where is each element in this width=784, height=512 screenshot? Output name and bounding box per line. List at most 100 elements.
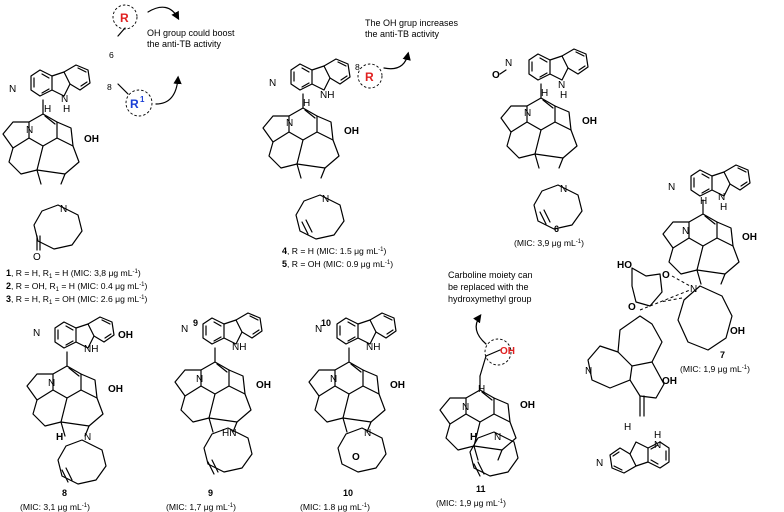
compound-7-structure: N N H N OH H N OH O HO O N OH H N H N 7 … bbox=[585, 164, 757, 474]
indole-n-label-6: N bbox=[558, 80, 565, 91]
r-label-4: R bbox=[365, 70, 374, 84]
caption-11: (MIC: 1,9 μg mL-1) bbox=[436, 498, 506, 508]
azocane-n-label-8: N bbox=[84, 432, 91, 443]
azocane-n-label-10: N bbox=[364, 428, 371, 439]
phenol-oh-label-8: OH bbox=[118, 330, 133, 341]
core-oh-label: OH bbox=[84, 134, 99, 145]
core-n-label-4: N bbox=[286, 118, 293, 129]
core-n-label: N bbox=[26, 125, 33, 136]
label-11: 11 bbox=[476, 484, 486, 494]
caption-3: 3, R = H, R1 = OH (MIC: 2.6 μg mL-1) bbox=[6, 294, 148, 306]
caption-6: (MIC: 3,9 μg mL-1) bbox=[514, 238, 584, 248]
stereo-h-label-6: H bbox=[541, 88, 548, 99]
note-carboline-1: Carboline moiety can bbox=[448, 270, 533, 280]
stereo-h-label-11: H bbox=[470, 432, 477, 443]
core-oh-label-6: OH bbox=[582, 116, 597, 127]
indole-h-label: H bbox=[63, 104, 70, 115]
note-carboline-2: be replaced with the bbox=[448, 282, 529, 292]
indole-n-label-7b: N bbox=[654, 440, 661, 451]
compound-4-5-structure: N NH N OH N H R 8 The OH grup increases … bbox=[262, 18, 459, 269]
pos-6: 6 bbox=[109, 50, 114, 60]
hydroxymethyl-oh: OH bbox=[500, 346, 515, 357]
core-oh-label-8: OH bbox=[108, 384, 123, 395]
compound-9-structure: N 9 NH N OH HN 9 (MIC: 1,7 μg mL-1) bbox=[166, 312, 271, 512]
pyridine-n-label-10: N bbox=[315, 324, 322, 335]
compound-8-structure: N NH OH N OH N H 8 (MIC: 3,1 μg mL-1) bbox=[20, 316, 133, 512]
core-n-label-10: N bbox=[330, 374, 337, 385]
caption-9: (MIC: 1,7 μg mL-1) bbox=[166, 502, 236, 512]
o-label-7b: O bbox=[628, 302, 636, 313]
indole-h-label-6: H bbox=[560, 90, 567, 101]
stereo-h-label-8: H bbox=[56, 432, 63, 443]
pyridine-n-label: N bbox=[9, 84, 16, 95]
pyridine-n-label-7b: N bbox=[596, 458, 603, 469]
core-n-label-9: N bbox=[196, 374, 203, 385]
core-n-label-11: N bbox=[462, 402, 469, 413]
pyridine-n-label-4: N bbox=[269, 78, 276, 89]
indole-nh-label-4: NH bbox=[320, 90, 334, 101]
compound-11-structure: OH Carboline moiety can be replaced with… bbox=[436, 270, 535, 508]
core-oh-label-7b: OH bbox=[662, 376, 677, 387]
compound-1-3-structure: O N N H N OH N H R R 1 6 8 OH group coul… bbox=[2, 4, 235, 306]
label-9-top: 9 bbox=[193, 318, 198, 328]
label-10: 10 bbox=[343, 488, 353, 498]
r-label: R bbox=[120, 11, 129, 25]
indole-nh-label-10: NH bbox=[366, 342, 380, 353]
indole-h-label-7: H bbox=[720, 202, 727, 213]
caption-4: 4, R = H (MIC: 1.5 μg mL-1) bbox=[282, 246, 387, 256]
azocane-n-label: N bbox=[60, 204, 67, 215]
label-7: 7 bbox=[720, 350, 725, 360]
pos-8: 8 bbox=[107, 82, 112, 92]
azocane-n-label-4: N bbox=[322, 194, 329, 205]
ketone-o-label: O bbox=[33, 252, 41, 263]
stereo-h-label: H bbox=[44, 104, 51, 115]
note-carboline-3: hydroxymethyl group bbox=[448, 294, 532, 304]
caption-1: 1, R = H, R1 = H (MIC: 3,8 μg mL-1) bbox=[6, 268, 141, 280]
note-oh-increase-1: The OH grup increases bbox=[365, 18, 459, 28]
core-n-label-6: N bbox=[524, 108, 531, 119]
ether-o-label-10: O bbox=[352, 452, 360, 463]
core-oh-label-9: OH bbox=[256, 380, 271, 391]
core-n-label-8: N bbox=[48, 378, 55, 389]
hn-label-9: HN bbox=[222, 428, 236, 439]
n-oxide-o-label: O bbox=[492, 70, 500, 81]
stereo-h-top-11: H bbox=[478, 384, 485, 395]
indole-h-label-7b: H bbox=[654, 430, 661, 441]
indole-nh-label-9: NH bbox=[232, 342, 246, 353]
azocane-n-label-6: N bbox=[560, 184, 567, 195]
caption-8: (MIC: 3,1 μg mL-1) bbox=[20, 502, 90, 512]
indole-n-label-7: N bbox=[718, 192, 725, 203]
core-n-label-7: N bbox=[682, 226, 689, 237]
caption-5: 5, R = OH (MIC: 0.9 μg mL-1) bbox=[282, 259, 393, 269]
n-oxide-n-label: N bbox=[505, 58, 512, 69]
core-oh-label-11: OH bbox=[520, 400, 535, 411]
indole-nh-label-8: NH bbox=[84, 344, 98, 355]
label-9: 9 bbox=[208, 488, 213, 498]
compound-6-structure: N O N H N OH N H 6 (MIC: 3,9 μg mL-1) bbox=[492, 48, 597, 248]
bridge-n-label-7a: N bbox=[690, 284, 697, 295]
caption-2: 2, R = OH, R1 = H (MIC: 0.4 μg mL-1) bbox=[6, 281, 148, 293]
pyridine-n-label-9: N bbox=[181, 324, 188, 335]
label-10-top: 10 bbox=[321, 318, 331, 328]
r1-label: R bbox=[130, 97, 139, 111]
label-8: 8 bbox=[62, 488, 67, 498]
r1-sup: 1 bbox=[140, 95, 145, 104]
pyridine-n-label-8: N bbox=[33, 328, 40, 339]
compound-10-structure: N 10 NH N OH N O 10 (MIC: 1.8 μg mL-1) bbox=[300, 312, 405, 512]
core-oh-label-4: OH bbox=[344, 126, 359, 137]
label-6: 6 bbox=[554, 224, 559, 234]
core-n-label-7b: N bbox=[585, 366, 592, 377]
note-oh-boost-1: OH group could boost bbox=[147, 28, 235, 38]
oh-label-7b: OH bbox=[730, 326, 745, 337]
azocane-n-label-11: N bbox=[494, 432, 501, 443]
stereo-h-label-7: H bbox=[700, 196, 707, 207]
caption-10: (MIC: 1.8 μg mL-1) bbox=[300, 502, 370, 512]
note-oh-boost-2: the anti-TB activity bbox=[147, 39, 222, 49]
stereo-h-label-7b: H bbox=[624, 422, 631, 433]
caption-7: (MIC: 1,9 μg mL-1) bbox=[680, 364, 750, 374]
pyridine-n-label-7: N bbox=[668, 182, 675, 193]
core-oh-label-10: OH bbox=[390, 380, 405, 391]
stereo-h-label-4: H bbox=[303, 98, 310, 109]
ho-label-7: HO bbox=[617, 260, 632, 271]
